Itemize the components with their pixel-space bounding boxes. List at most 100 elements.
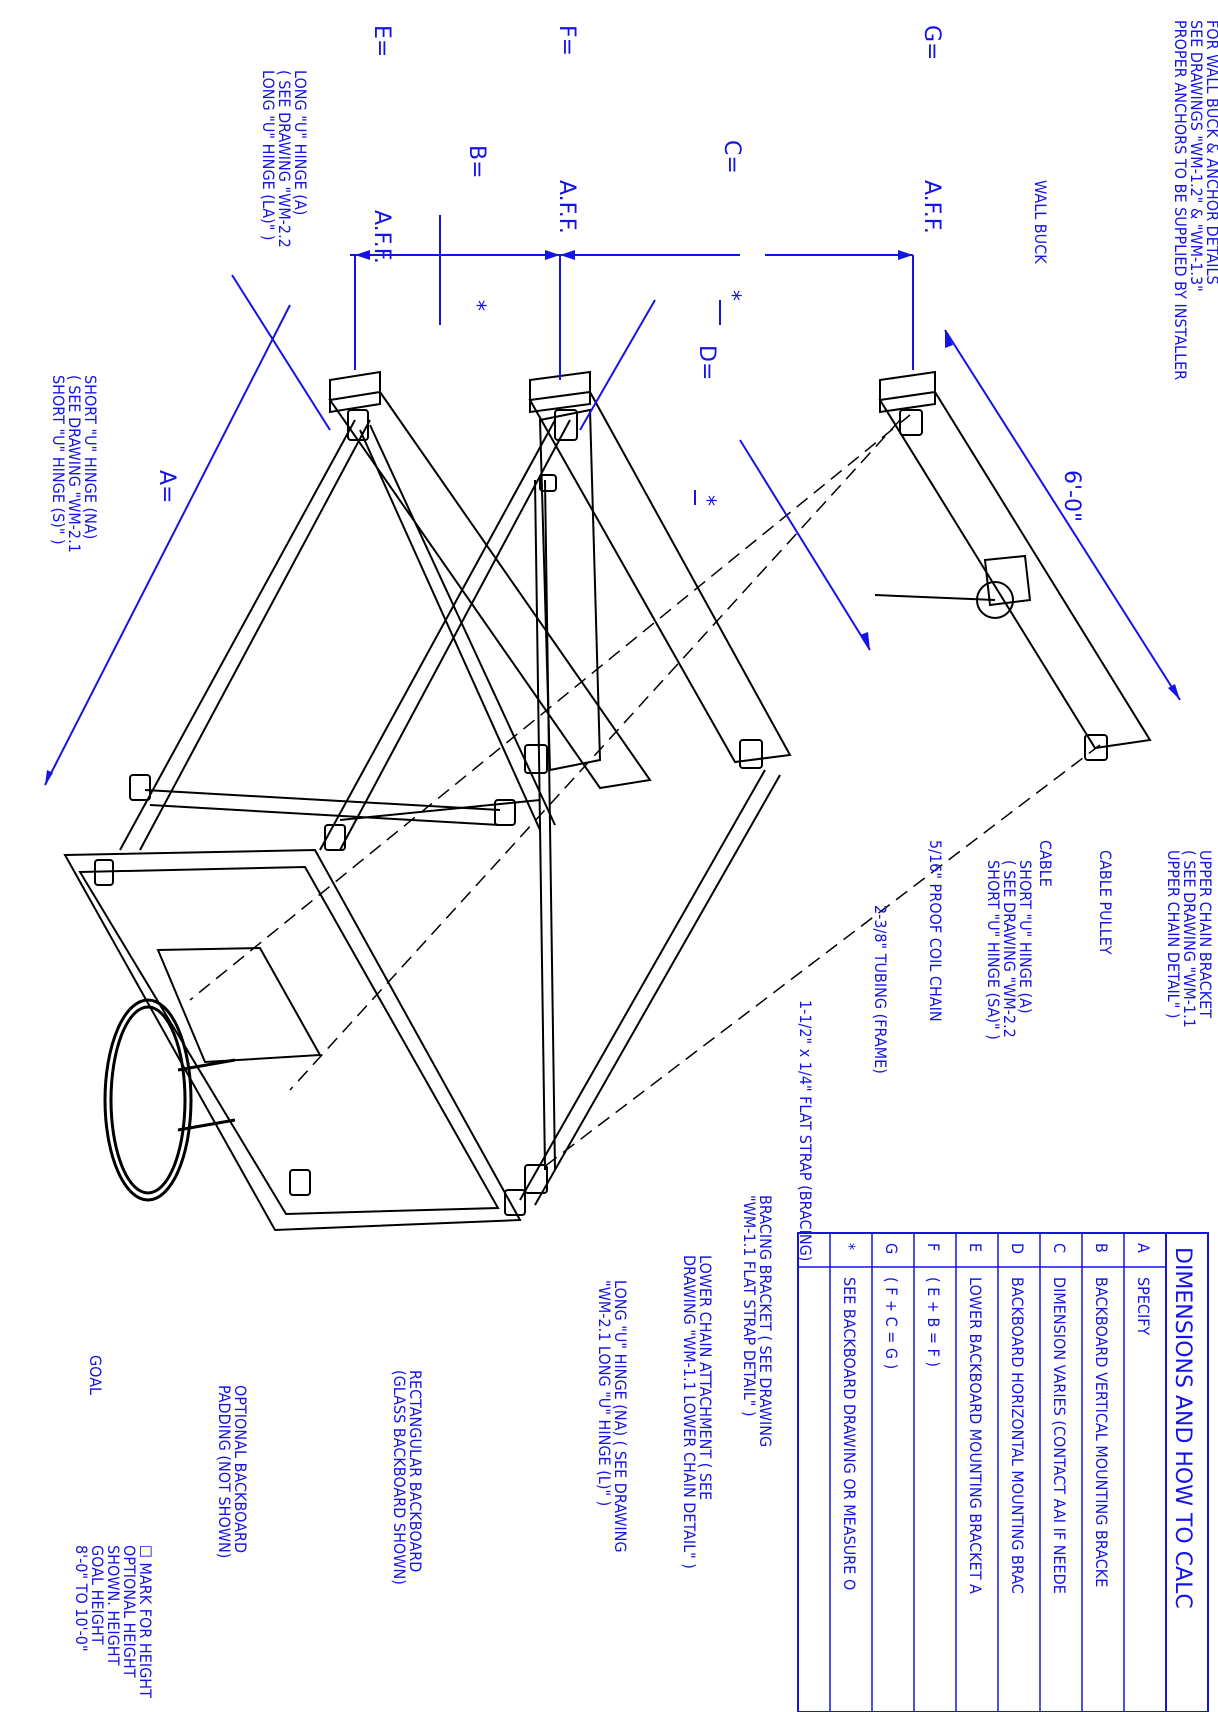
svg-text:SHOWN. HEIGHT: SHOWN. HEIGHT [104, 1545, 123, 1666]
callout-upper-chain-bracket: UPPER CHAIN BRACKET ( SEE DRAWING "WM-1.… [1164, 850, 1215, 1028]
svg-text:PADDING (NOT SHOWN): PADDING (NOT SHOWN) [215, 1385, 234, 1558]
g-label: G= [919, 25, 944, 60]
backboard-inner [78, 865, 500, 1216]
callout-short-u-hinge-na: SHORT "U" HINGE (NA) ( SEE DRAWING "WM-2… [49, 375, 100, 553]
svg-text:GOAL: GOAL [86, 1355, 105, 1395]
svg-text:( SEE DRAWING "WM-1.1: ( SEE DRAWING "WM-1.1 [1180, 850, 1199, 1028]
callout-backboard: RECTANGULAR BACKBOARD (GLASS BACKBOARD S… [390, 1370, 425, 1585]
wall-plate-right [879, 370, 936, 414]
svg-text:☐ MARK FOR HEIGHT: ☐ MARK FOR HEIGHT [136, 1545, 155, 1698]
c-label: C= [719, 140, 744, 174]
dimensions-table: DIMENSIONS AND HOW TO CALC A SPECIFY B B… [797, 1232, 1209, 1712]
svg-text:PROPER ANCHORS TO BE SUPPLIED: PROPER ANCHORS TO BE SUPPLIED BY INSTALL… [1171, 20, 1190, 380]
row-key-star: * [840, 1243, 859, 1250]
callout-lower-chain: LOWER CHAIN ATTACHMENT ( SEE DRAWING "WM… [680, 1255, 715, 1569]
b-label: B= [464, 145, 489, 179]
svg-text:DRAWING "WM-1.1 LOWER CHAIN DE: DRAWING "WM-1.1 LOWER CHAIN DETAIL" ) [680, 1255, 699, 1569]
c-asterisk: * [719, 290, 744, 301]
d-asterisk: * [694, 495, 719, 506]
rotated-labels: FOR WALL BUCK & ANCHOR DETAILS SEE DRAWI… [49, 20, 1218, 1698]
svg-text:CABLE: CABLE [1036, 840, 1055, 887]
row-desc-d: BACKBOARD HORIZONTAL MOUNTING BRAC [1008, 1277, 1027, 1594]
pulley-bracket [983, 554, 1032, 607]
callout-cable: CABLE [1036, 840, 1055, 887]
svg-text:8'-0" TO 10'-0": 8'-0" TO 10'-0" [72, 1545, 91, 1652]
svg-text:LONG "U" HINGE (LA)" ): LONG "U" HINGE (LA)" ) [259, 70, 278, 241]
row-desc-star: SEE BACKBOARD DRAWING OR MEASURE O [840, 1277, 859, 1590]
row-key-f: F [924, 1243, 943, 1251]
svg-text:( SEE DRAWING "WM-2.2: ( SEE DRAWING "WM-2.2 [275, 70, 294, 248]
wall-plate-left [329, 370, 381, 414]
svg-text:SHORT "U" HINGE (SA)" ): SHORT "U" HINGE (SA)" ) [984, 860, 1003, 1040]
chain-lines [189, 414, 1101, 1171]
backboard-target [156, 946, 322, 1064]
backboard-outer [63, 848, 522, 1232]
svg-text:LONG "U" HINGE (NA) ( SEE DRAW: LONG "U" HINGE (NA) ( SEE DRAWING [611, 1280, 630, 1553]
d-label: D= [694, 345, 719, 380]
row-desc-g: ( F + C = G ) [882, 1277, 901, 1369]
row-key-g: G [882, 1243, 901, 1254]
row-desc-b: BACKBOARD VERTICAL MOUNTING BRACKE [1092, 1277, 1111, 1587]
wall-beam-right [878, 390, 1152, 750]
svg-text:(GLASS BACKBOARD SHOWN): (GLASS BACKBOARD SHOWN) [390, 1370, 409, 1585]
aff-e: A.F.F. [369, 210, 394, 264]
svg-text:OPTIONAL BACKBOARD: OPTIONAL BACKBOARD [231, 1385, 250, 1553]
svg-text:BRACING BRACKET ( SEE DRAWING: BRACING BRACKET ( SEE DRAWING [756, 1195, 775, 1447]
callout-bracing-bracket: BRACING BRACKET ( SEE DRAWING "WM-1.1 FL… [740, 1195, 775, 1447]
row-key-c: C [1050, 1243, 1069, 1253]
callout-flat-strap: 1-1/2" x 1/4" FLAT STRAP (BRACING) [796, 1000, 815, 1261]
table-title: DIMENSIONS AND HOW TO CALC [1170, 1247, 1195, 1609]
callout-proof-coil-chain: 5/16" PROOF COIL CHAIN [926, 840, 945, 1022]
svg-text:5/16" PROOF COIL CHAIN: 5/16" PROOF COIL CHAIN [926, 840, 945, 1022]
arrow-heads [45, 250, 1180, 785]
svg-text:"WM-1.1 FLAT STRAP DETAIL" ): "WM-1.1 FLAT STRAP DETAIL" ) [740, 1195, 759, 1417]
note-mark-height: ☐ MARK FOR HEIGHT OPTIONAL HEIGHT SHOWN.… [72, 1545, 155, 1698]
wall-beam-left [328, 390, 652, 790]
frame-drawing [63, 370, 1152, 1232]
wall-beam-middle [528, 390, 792, 764]
b-asterisk: * [464, 300, 489, 311]
svg-text:SHORT "U" HINGE (A): SHORT "U" HINGE (A) [1016, 860, 1035, 1014]
svg-text:2-3/8" TUBING (FRAME): 2-3/8" TUBING (FRAME) [871, 905, 890, 1074]
callout-long-u-hinge-na: LONG "U" HINGE (NA) ( SEE DRAWING "WM-2.… [595, 1280, 630, 1553]
svg-text:GOAL HEIGHT: GOAL HEIGHT [88, 1545, 107, 1645]
f-label: F= [554, 25, 579, 56]
svg-text:( SEE DRAWING "WM-2.2: ( SEE DRAWING "WM-2.2 [1000, 860, 1019, 1038]
svg-text:UPPER CHAIN BRACKET: UPPER CHAIN BRACKET [1196, 850, 1215, 1018]
svg-text:SHORT "U" HINGE (NA): SHORT "U" HINGE (NA) [81, 375, 100, 539]
row-desc-c: DIMENSION VARIES (CONTACT AAI IF NEEDE [1050, 1277, 1069, 1594]
svg-text:UPPER CHAIN DETAIL" ): UPPER CHAIN DETAIL" ) [1164, 850, 1183, 1019]
svg-text:RECTANGULAR BACKBOARD: RECTANGULAR BACKBOARD [406, 1370, 425, 1572]
e-label: E= [369, 25, 394, 57]
svg-text:"WM-2.1 LONG "U" HINGE (L)" ): "WM-2.1 LONG "U" HINGE (L)" ) [595, 1280, 614, 1506]
svg-text:SHORT "U" HINGE (S)" ): SHORT "U" HINGE (S)" ) [49, 375, 68, 545]
svg-text:WALL BUCK: WALL BUCK [1031, 180, 1050, 264]
row-key-e: E [966, 1243, 985, 1252]
aff-f: A.F.F. [554, 180, 579, 234]
svg-text:CABLE PULLEY: CABLE PULLEY [1096, 850, 1115, 955]
row-desc-e: LOWER BACKBOARD MOUNTING BRACKET A [966, 1277, 985, 1594]
callout-wall-buck: WALL BUCK [1031, 180, 1050, 264]
lower-beam [538, 408, 602, 772]
a-label: A= [154, 470, 179, 503]
svg-text:1-1/2" x 1/4" FLAT STRAP (BRAC: 1-1/2" x 1/4" FLAT STRAP (BRACING) [796, 1000, 815, 1261]
six-foot-label: 6'-0" [1059, 470, 1084, 522]
row-desc-f: ( E + B = F ) [924, 1277, 943, 1367]
svg-text:( SEE DRAWING "WM-2.1: ( SEE DRAWING "WM-2.1 [65, 375, 84, 553]
svg-text:LONG "U" HINGE (A): LONG "U" HINGE (A) [291, 70, 310, 215]
callout-short-u-hinge-a: SHORT "U" HINGE (A) ( SEE DRAWING "WM-2.… [984, 860, 1035, 1040]
callout-tubing: 2-3/8" TUBING (FRAME) [871, 905, 890, 1074]
callout-long-u-hinge-a: LONG "U" HINGE (A) ( SEE DRAWING "WM-2.2… [259, 70, 310, 248]
note-wall-buck: FOR WALL BUCK & ANCHOR DETAILS SEE DRAWI… [1171, 20, 1218, 380]
goal-rim [103, 998, 236, 1202]
dimension-lines [44, 215, 1181, 786]
svg-text:OPTIONAL HEIGHT: OPTIONAL HEIGHT [120, 1545, 139, 1678]
svg-text:FOR WALL BUCK & ANCHOR DETAILS: FOR WALL BUCK & ANCHOR DETAILS [1203, 20, 1218, 285]
svg-text:SEE DRAWINGS "WM-1.2" & "WM-1.: SEE DRAWINGS "WM-1.2" & "WM-1.3" [1187, 20, 1206, 292]
callout-goal: GOAL [86, 1355, 105, 1395]
aff-g: A.F.F. [919, 180, 944, 234]
hinge-brackets [94, 409, 1108, 1216]
row-key-b: B [1092, 1243, 1111, 1253]
row-desc-a: SPECIFY [1134, 1277, 1153, 1335]
